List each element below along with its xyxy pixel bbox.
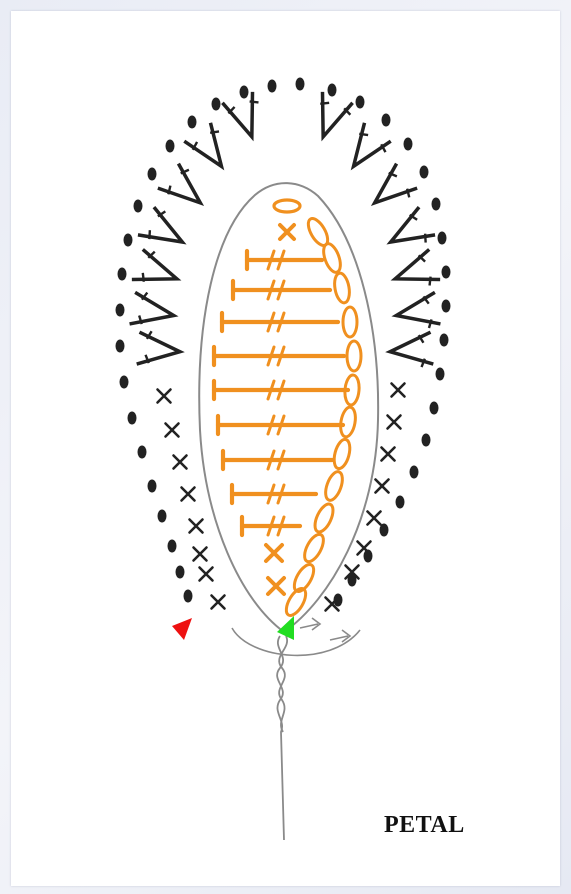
v-stitch-icon: [389, 332, 434, 370]
diagram-caption: PETAL: [384, 812, 465, 839]
dash-stitch-icon: [410, 466, 419, 479]
dash-stitch-icon: [442, 266, 451, 279]
v-stitch-icon: [132, 248, 183, 294]
x-stitch-icon: [368, 512, 381, 525]
dash-stitch-icon: [420, 166, 429, 179]
dash-stitch-icon: [176, 566, 185, 579]
x-stitch-icon: [358, 542, 371, 555]
v-stitch-icon: [138, 205, 191, 255]
dash-stitch-icon: [438, 232, 447, 245]
x-stitch-icon: [266, 545, 282, 561]
x-stitch-icon: [194, 548, 207, 561]
chain-oval-icon: [301, 531, 327, 564]
v-stitch-stroke: [383, 207, 435, 256]
dash-stitch-icon: [296, 78, 305, 91]
chain-oval-icon: [322, 470, 345, 503]
v-stitch-icon: [137, 330, 182, 368]
x-stitch-icon: [182, 488, 195, 501]
x-stitch-icon: [388, 416, 401, 429]
red-arrow-icon: [172, 618, 192, 640]
v-stitch-icon: [394, 292, 441, 333]
v-stitch-icon: [364, 164, 418, 217]
dash-stitch-icon: [440, 334, 449, 347]
x-stitch-icon: [190, 520, 203, 533]
direction-arrow-icon-2: [330, 630, 350, 642]
v-stitch-icon: [222, 91, 268, 142]
chain-oval-icon: [347, 341, 361, 371]
x-stitch-icon: [166, 424, 179, 437]
x-stitch-icon: [174, 456, 187, 469]
v-stitch-icon: [158, 162, 212, 215]
dash-stitch-icon: [404, 138, 413, 151]
dash-stitch-icon: [158, 510, 167, 523]
x-stitch-icon: [280, 225, 294, 239]
dash-stitch-icon: [212, 98, 221, 111]
dash-stitch-icon: [442, 300, 451, 313]
x-stitch-icon: [268, 578, 284, 594]
direction-arrow-icon: [300, 618, 320, 630]
v-stitch-stroke: [138, 207, 190, 256]
v-stitch-stroke: [137, 332, 182, 368]
dash-stitch-icon: [148, 168, 157, 181]
dash-stitch-icon: [436, 368, 445, 381]
dash-stitch-icon: [120, 376, 129, 389]
v-stitch-stroke: [130, 292, 177, 331]
dash-stitch-icon: [432, 198, 441, 211]
v-stitch-stroke: [222, 92, 266, 142]
v-stitch-tick: [165, 167, 189, 194]
dash-stitch-icon: [168, 540, 177, 553]
x-stitch-icon: [392, 384, 405, 397]
v-stitch-stroke: [390, 249, 440, 293]
chain-oval-icon: [311, 501, 336, 534]
dash-stitch-icon: [430, 402, 439, 415]
dash-stitch-icon: [116, 340, 125, 353]
dash-stitch-icon: [396, 496, 405, 509]
dash-stitch-icon: [134, 200, 143, 213]
chain-oval-icon: [333, 272, 352, 304]
v-stitch-icon: [390, 249, 441, 295]
dash-stitch-icon: [188, 116, 197, 129]
v-stitch-icon: [340, 123, 392, 177]
dash-stitch-icon: [422, 434, 431, 447]
v-stitch-stroke: [364, 164, 417, 216]
dash-stitch-icon: [116, 304, 125, 317]
x-stitch-icon: [200, 568, 213, 581]
dash-stitch-icon: [118, 268, 127, 281]
v-stitch-stroke: [132, 249, 182, 293]
v-stitch-tick: [359, 131, 388, 153]
dash-stitch-icon: [356, 96, 365, 109]
x-stitch-icon: [212, 596, 225, 609]
chain-oval-icon: [274, 200, 300, 212]
v-stitch-stroke: [394, 292, 441, 331]
inner-rounds: [214, 200, 361, 618]
dash-stitch-icon: [328, 84, 337, 97]
v-stitch-tick: [146, 209, 165, 239]
dash-stitch-icon: [240, 86, 249, 99]
dash-stitch-icon: [128, 412, 137, 425]
x-stitch-icon: [382, 448, 395, 461]
x-stitch-icon: [376, 480, 389, 493]
dash-stitch-icon: [148, 480, 157, 493]
chain-oval-icon: [320, 242, 343, 275]
v-stitch-icon: [308, 92, 354, 143]
v-stitch-stroke: [389, 332, 434, 368]
dash-stitch-icon: [138, 446, 147, 459]
x-stitch-icon: [158, 390, 171, 403]
chain-oval-icon: [344, 374, 361, 405]
v-stitch-icon: [130, 290, 177, 331]
v-stitch-icon: [184, 122, 236, 176]
dash-stitch-icon: [124, 234, 133, 247]
start-loop-arc: [232, 628, 360, 655]
chain-oval-icon: [331, 438, 352, 471]
dash-stitch-icon: [382, 114, 391, 127]
chain-oval-icon: [339, 406, 358, 438]
outer-rounds: [116, 78, 451, 611]
chain-oval-icon: [343, 307, 357, 337]
v-stitch-stroke: [308, 92, 352, 142]
dash-stitch-icon: [184, 590, 193, 603]
dash-stitch-icon: [268, 80, 277, 93]
dash-stitch-icon: [166, 140, 175, 153]
